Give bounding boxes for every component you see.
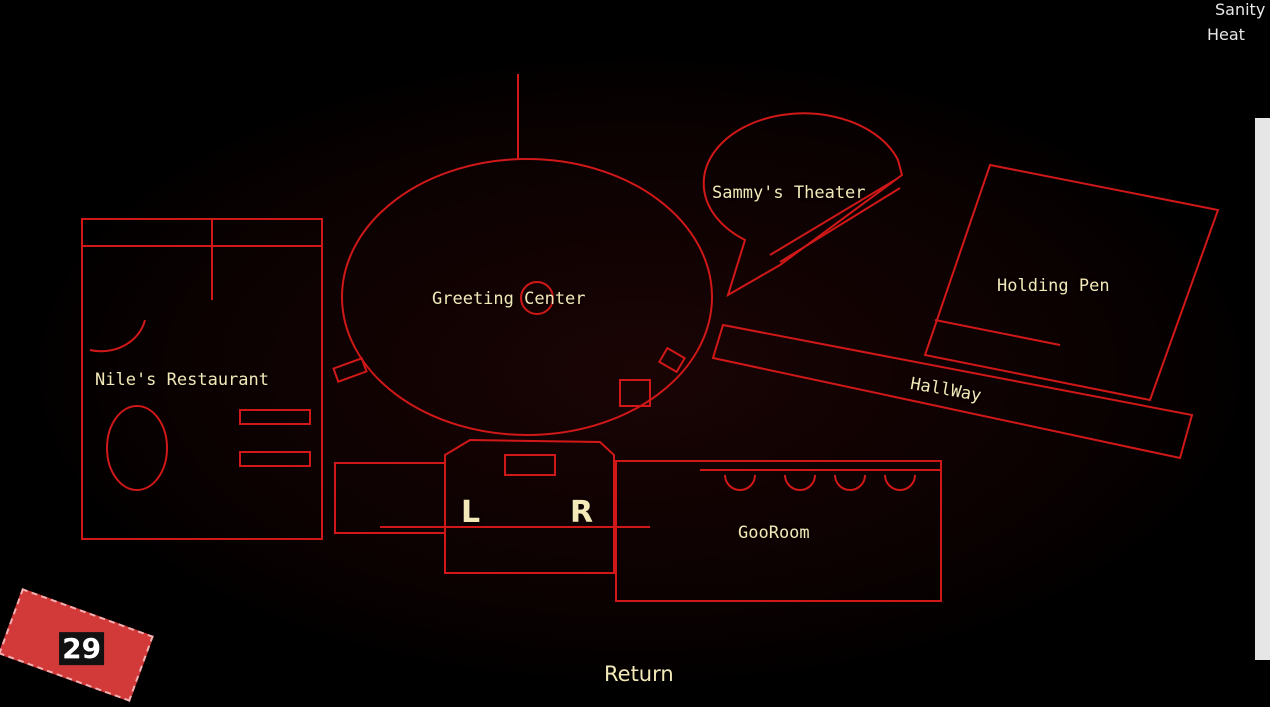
sanity-label: Sanity bbox=[1215, 0, 1266, 19]
room-label-gooroom[interactable]: GooRoom bbox=[738, 523, 810, 543]
left-door-marker[interactable]: L bbox=[461, 495, 481, 530]
ticket-count: 29 bbox=[59, 632, 105, 666]
holding-pen-room[interactable] bbox=[923, 163, 1220, 402]
scrollbar[interactable] bbox=[1255, 118, 1270, 660]
greeting-center-room[interactable] bbox=[332, 74, 713, 436]
entrance-area[interactable] bbox=[334, 438, 650, 574]
return-button[interactable]: Return bbox=[604, 662, 674, 686]
heat-label: Heat bbox=[1207, 25, 1245, 44]
niles-restaurant-room[interactable] bbox=[81, 218, 323, 540]
map-background-glow bbox=[40, 60, 1240, 680]
room-label-niles-restaurant[interactable]: Nile's Restaurant bbox=[95, 370, 269, 390]
room-label-greeting-center[interactable]: Greeting Center bbox=[432, 289, 586, 309]
hallway-room[interactable] bbox=[711, 323, 1194, 460]
room-label-holding-pen[interactable]: Holding Pen bbox=[997, 276, 1110, 296]
room-label-sammys-theater[interactable]: Sammy's Theater bbox=[712, 183, 866, 203]
sammys-theater-room[interactable] bbox=[702, 112, 904, 298]
right-door-marker[interactable]: R bbox=[570, 495, 594, 530]
gooroom-room[interactable] bbox=[615, 460, 942, 602]
